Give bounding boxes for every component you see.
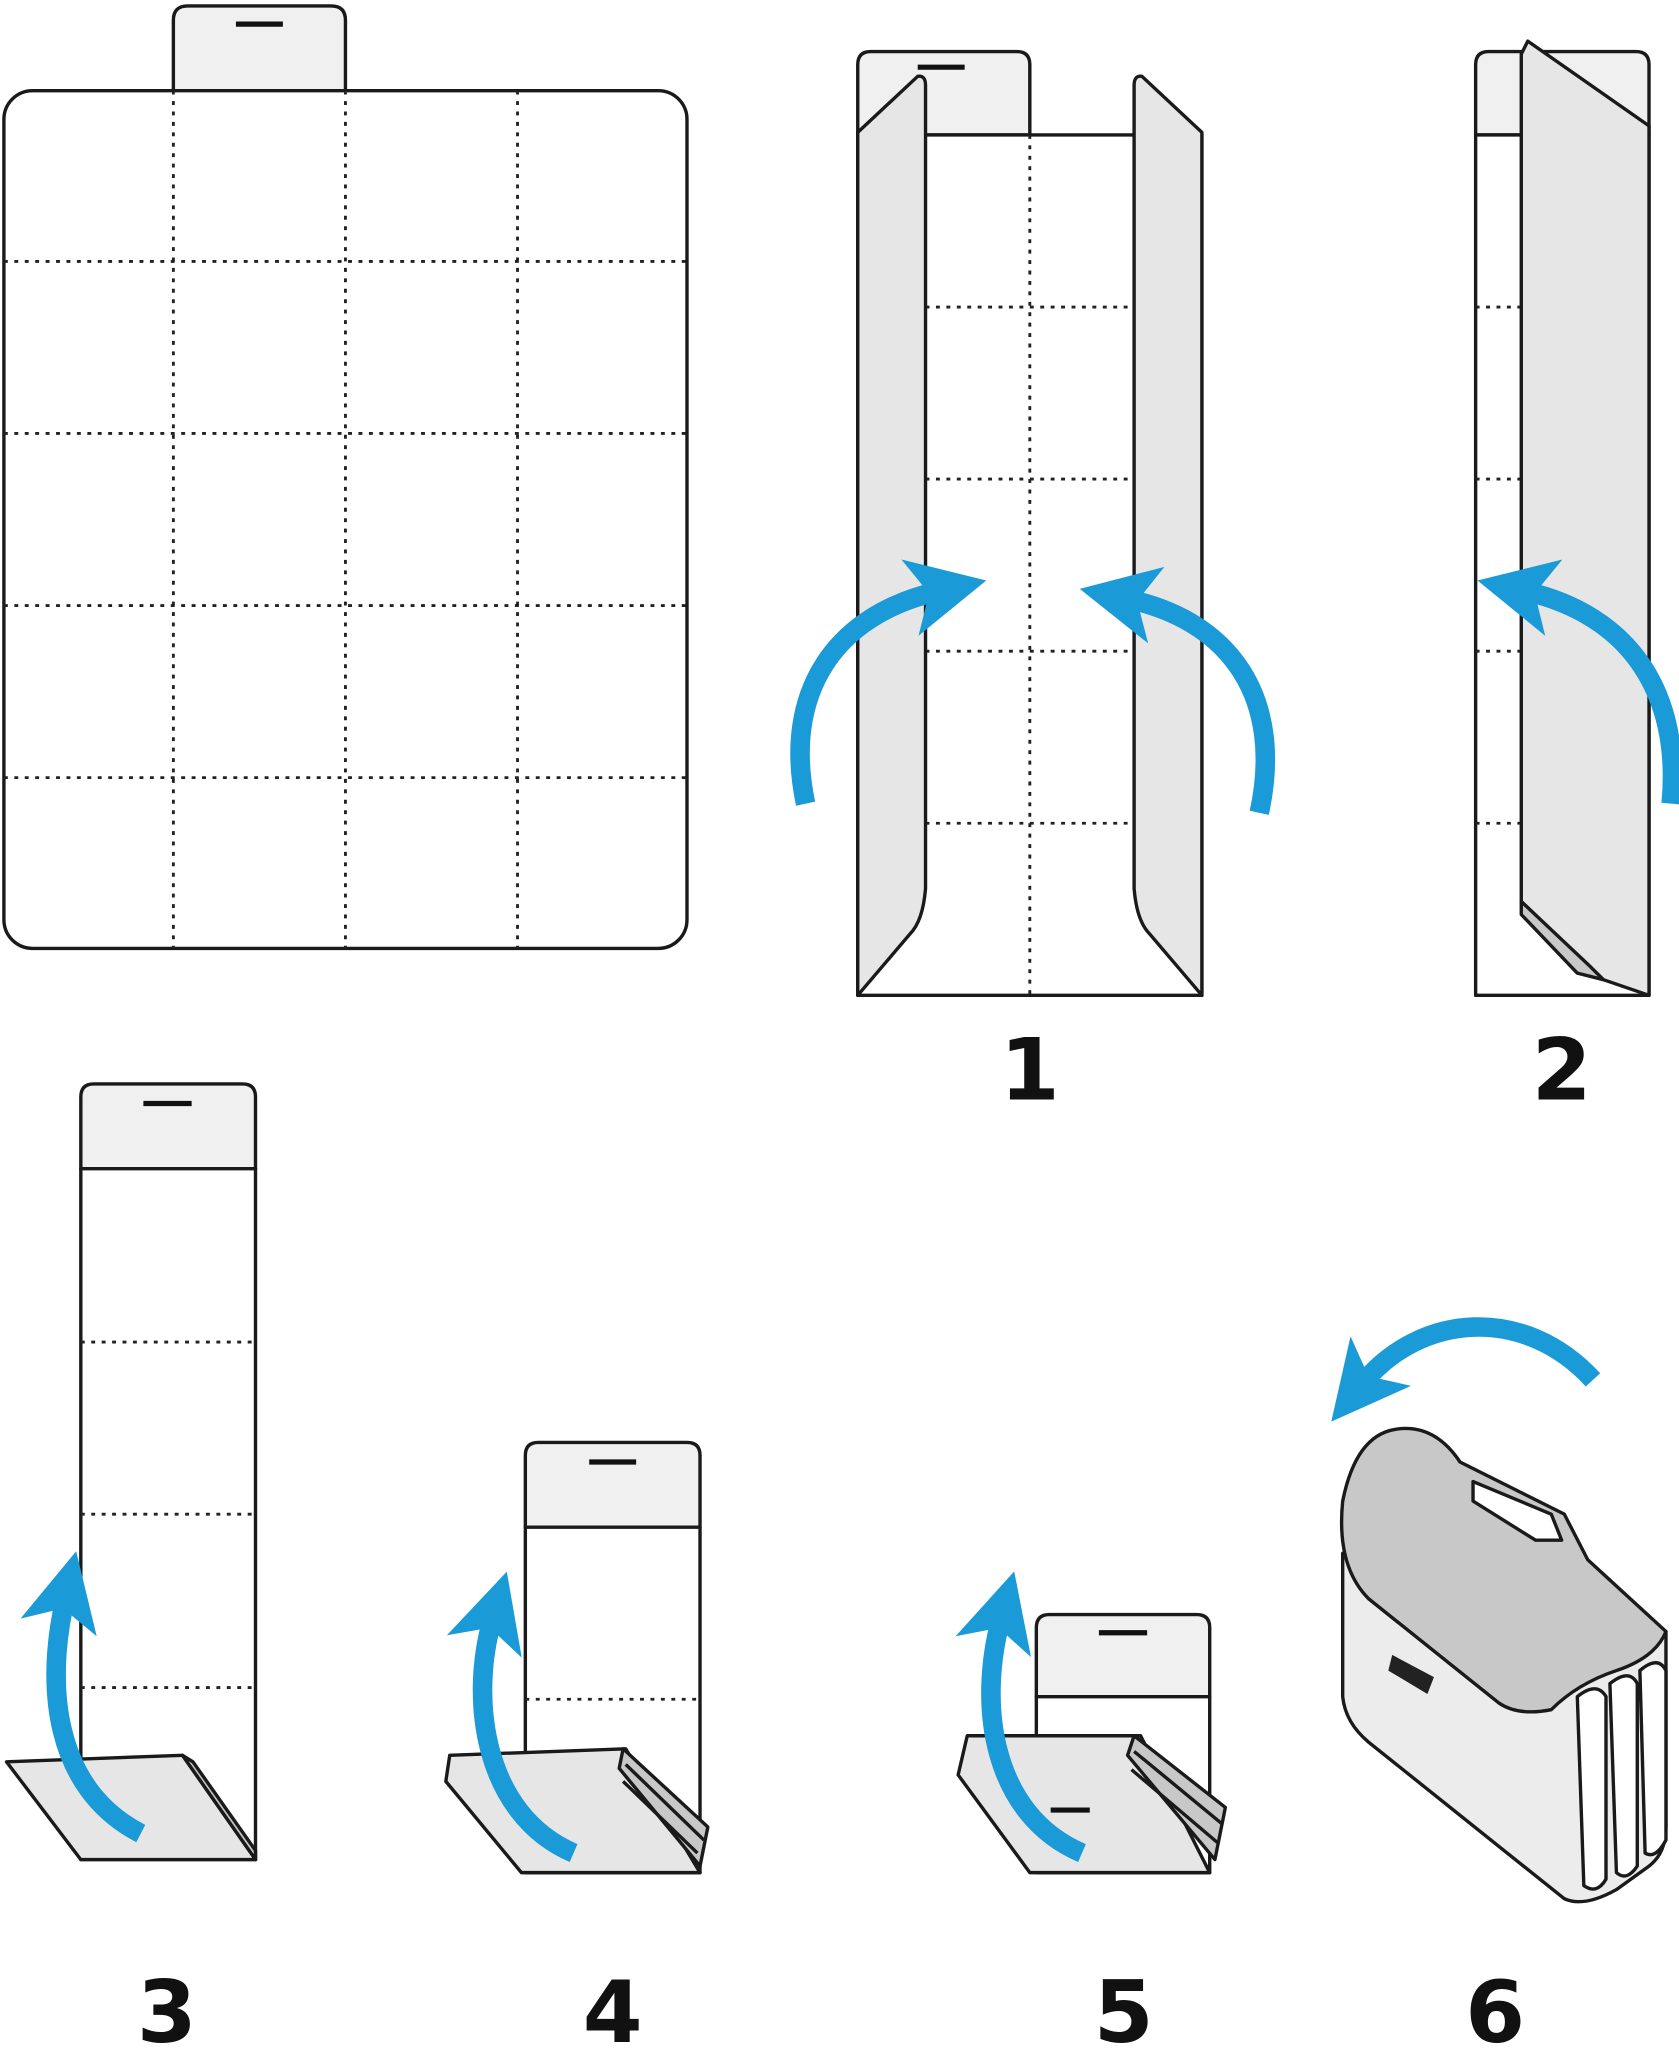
blanket-tab xyxy=(171,4,348,93)
fold-arrow-icon xyxy=(1477,559,1679,805)
step-label: 3 xyxy=(137,1963,197,2048)
fold-arrow-icon xyxy=(1331,1317,1601,1422)
step-5: 5 xyxy=(955,1571,1228,2048)
unfolded-blanket xyxy=(2,4,689,951)
step-3: 3 xyxy=(4,1082,258,2048)
step-4: 4 xyxy=(444,1440,710,2048)
right-flap xyxy=(1132,74,1204,998)
fold-arrow-icon xyxy=(790,559,987,806)
step-label: 6 xyxy=(1465,1963,1525,2048)
fold-arrow-icon xyxy=(955,1571,1087,1863)
step-label: 4 xyxy=(583,1963,643,2048)
step-label: 2 xyxy=(1532,1021,1592,1121)
left-flap xyxy=(856,74,928,998)
step-label: 5 xyxy=(1094,1963,1154,2048)
folded-flap xyxy=(1519,39,1651,998)
bag-handle-icon xyxy=(1471,1479,1564,1542)
step-6-carry-bag: 6 xyxy=(1331,1317,1668,2048)
bag-flap xyxy=(1339,1426,1668,1714)
fold-arrow-icon xyxy=(20,1551,146,1843)
step-1: 1 xyxy=(790,49,1276,1121)
fold-arrow-icon xyxy=(446,1571,578,1863)
step-2: 2 xyxy=(1473,39,1679,1121)
step-label: 1 xyxy=(1000,1021,1060,1121)
fold-arrow-icon xyxy=(1079,566,1276,815)
